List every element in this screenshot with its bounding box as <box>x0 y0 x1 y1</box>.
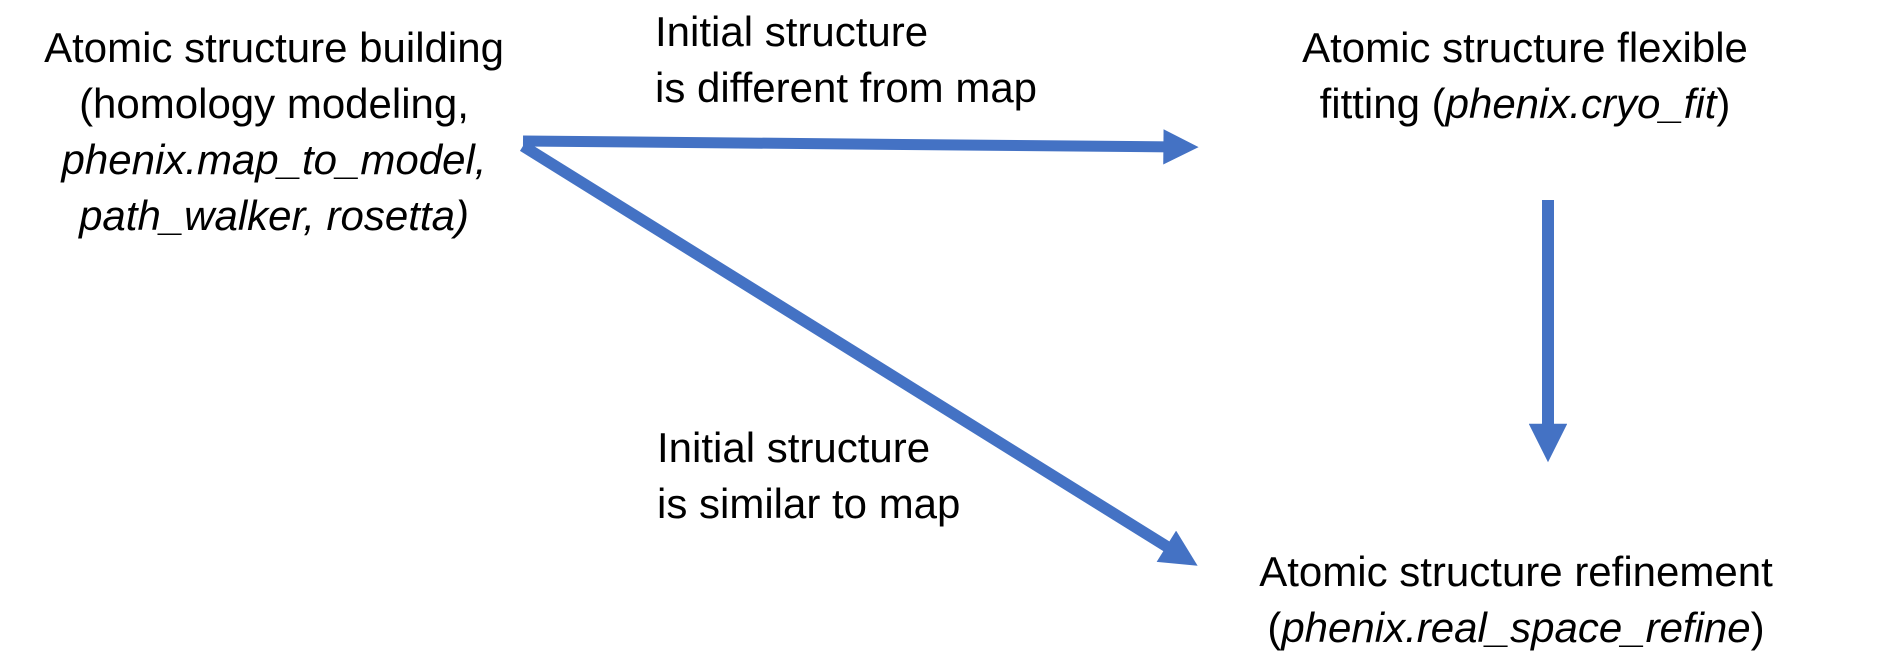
arrow-different-from-map <box>522 129 1199 165</box>
node-fitting-line2-post: ) <box>1716 79 1731 127</box>
node-fitting-line2-program: phenix.cryo_fit <box>1445 79 1717 127</box>
caption-similar-line2: is similar to map <box>657 479 961 527</box>
node-atomic-structure-building: Atomic structure building (homology mode… <box>0 20 548 243</box>
caption-different-line1: Initial structure <box>655 8 929 55</box>
node-fitting-line2-pre: fitting ( <box>1319 79 1446 127</box>
node-atomic-structure-refinement: Atomic structure refinement (phenix.real… <box>1242 544 1790 656</box>
node-refine-line1: Atomic structure refinement <box>1259 548 1773 595</box>
caption-initial-structure-similar: Initial structure is similar to map <box>657 420 960 532</box>
node-builder-line1: Atomic structure building <box>44 24 504 71</box>
caption-initial-structure-different: Initial structure is different from map <box>655 4 1037 116</box>
node-refine-line2-program: phenix.real_space_refine <box>1281 603 1751 651</box>
node-builder-line3: phenix.map_to_model, <box>61 135 487 183</box>
caption-different-line2: is different from map <box>655 63 1038 111</box>
node-refine-line2-pre: ( <box>1267 603 1282 651</box>
node-fitting-line2: fitting (phenix.cryo_fit) <box>1258 76 1792 132</box>
node-builder-line4: path_walker, rosetta) <box>79 191 469 239</box>
caption-similar-line1: Initial structure <box>657 424 931 471</box>
node-fitting-line1: Atomic structure flexible <box>1302 24 1748 71</box>
node-refine-line2: (phenix.real_space_refine) <box>1242 600 1790 656</box>
node-builder-line2: (homology modeling, <box>79 79 469 127</box>
node-atomic-structure-flexible-fitting: Atomic structure flexible fitting (pheni… <box>1258 20 1792 132</box>
node-refine-line2-post: ) <box>1750 603 1765 651</box>
